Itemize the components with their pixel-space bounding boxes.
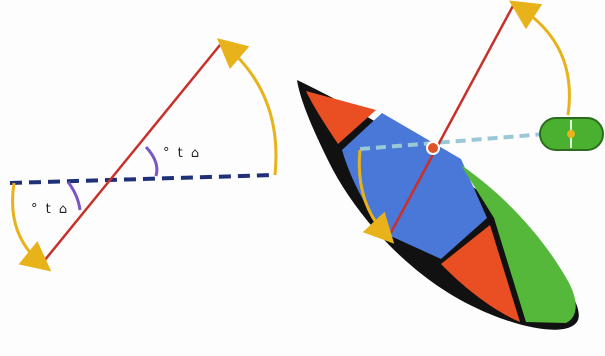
left-incident-line xyxy=(39,44,221,267)
pivot-dot-icon xyxy=(426,141,440,155)
left-lower-angle-label: ° t ⌂ xyxy=(31,202,69,217)
right-incident-line xyxy=(386,3,516,239)
right-upper-rotation-arrow xyxy=(508,0,571,116)
green-capsule-icon xyxy=(539,117,604,151)
left-upper-angle-label: ° t ⌂ xyxy=(163,146,201,161)
hull-green-right-segment xyxy=(461,165,576,323)
right-horizontal-dashed-axis xyxy=(359,130,571,151)
left-rotation-diagram: ° t ⌂ ° t ⌂ xyxy=(9,38,278,272)
left-lower-angle-arc xyxy=(66,181,82,211)
right-hull-diagram xyxy=(297,0,604,330)
left-upper-rotation-arrow xyxy=(216,38,278,176)
left-lower-rotation-arrow xyxy=(11,182,52,272)
left-upper-angle-arc xyxy=(144,145,159,177)
right-lower-rotation-arrow xyxy=(357,149,395,244)
hull-red-top-segment xyxy=(306,91,376,144)
hull-blue-center-segment xyxy=(342,113,487,259)
hull-red-bottom-segment xyxy=(441,225,520,322)
left-reference-dashed-line xyxy=(9,173,276,185)
